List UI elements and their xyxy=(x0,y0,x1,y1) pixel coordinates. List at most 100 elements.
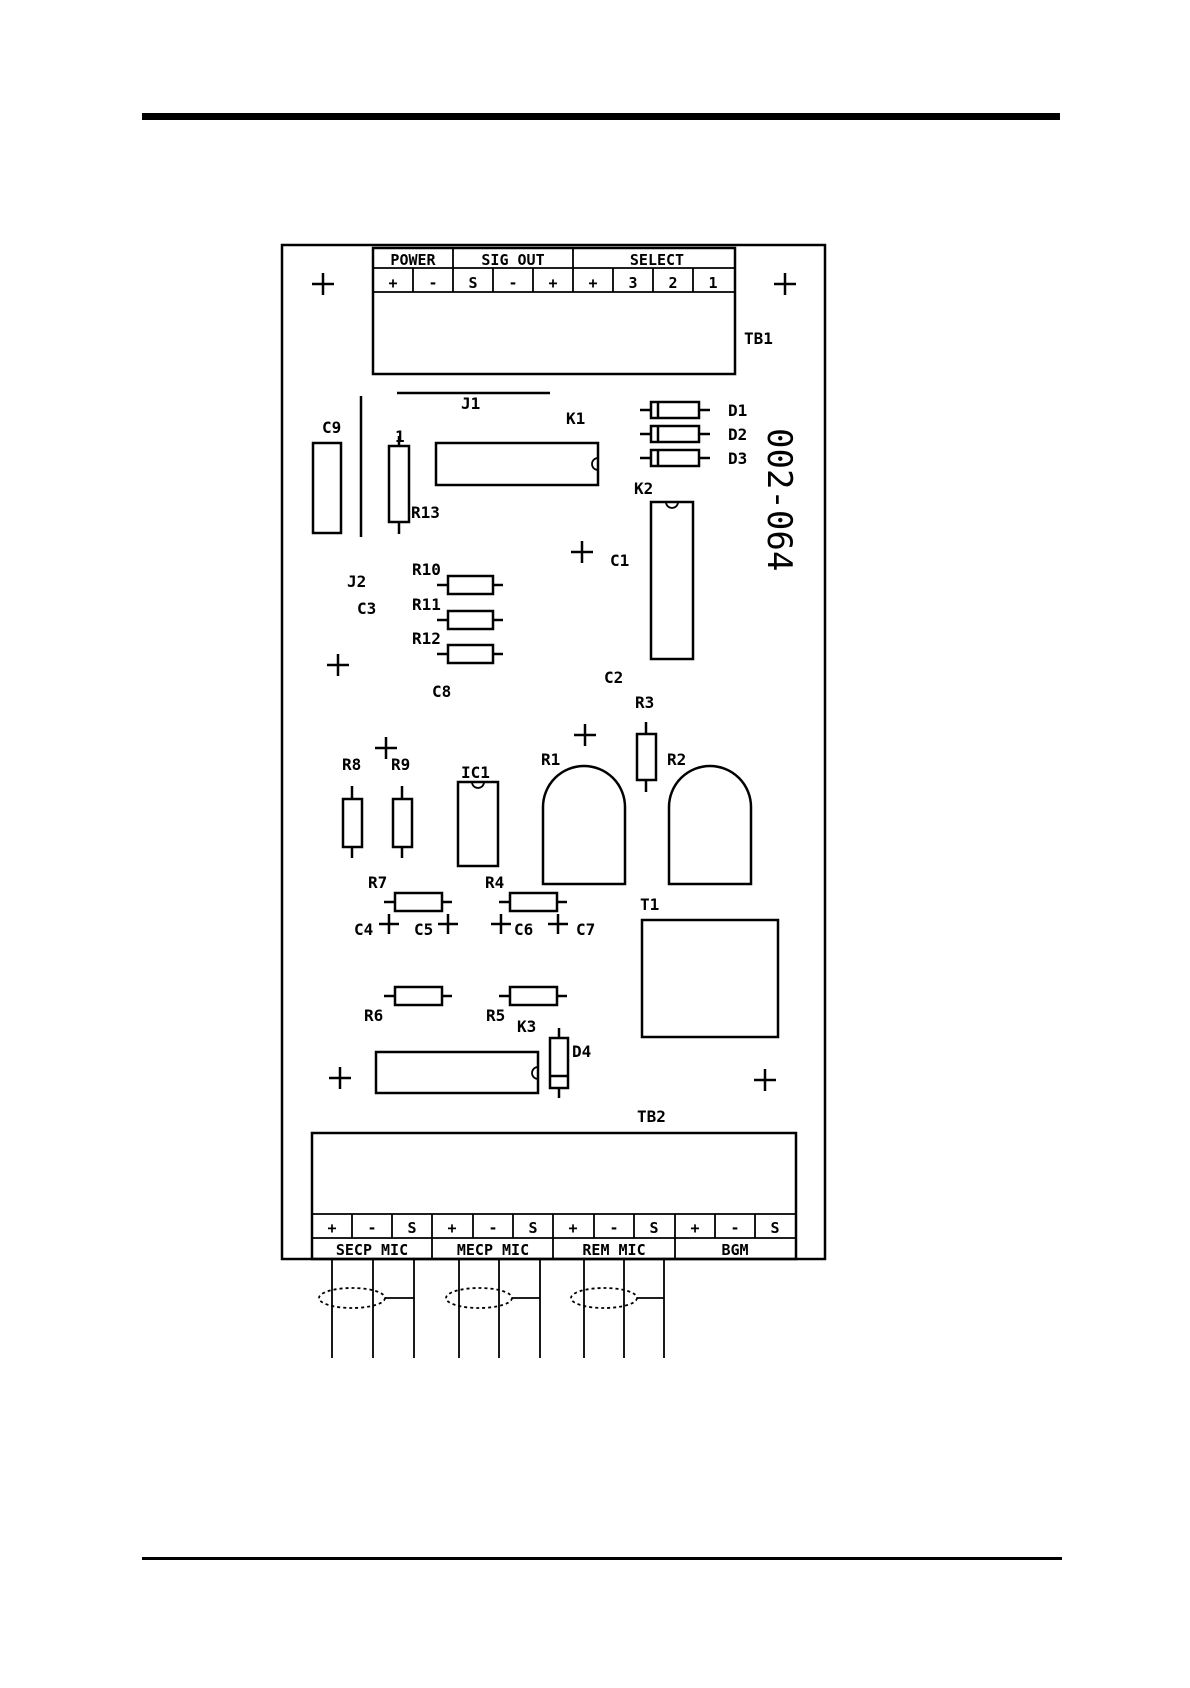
header-rule xyxy=(142,113,1060,120)
board-number: 002-064 xyxy=(759,428,799,571)
ic-ic1 xyxy=(458,782,498,866)
d1-label: D1 xyxy=(728,401,747,420)
d4-label: D4 xyxy=(572,1042,591,1061)
diode-d1 xyxy=(640,402,710,418)
resistor-r3 xyxy=(637,722,656,792)
k2-label: K2 xyxy=(634,479,653,498)
r10-label: R10 xyxy=(412,560,441,579)
r6-label: R6 xyxy=(364,1006,383,1025)
tb1-terminal-3: S xyxy=(468,274,477,292)
resistor-r10 xyxy=(437,576,503,594)
trimmer-r2 xyxy=(669,766,751,884)
terminal-block-tb1: POWER SIG OUT SELECT + - S - + + 3 2 1 T… xyxy=(373,248,773,374)
tb1-group-power: POWER xyxy=(390,251,436,269)
c9-label: C9 xyxy=(322,418,341,437)
tb2-group-rem-mic: REM MIC xyxy=(582,1241,645,1259)
diode-d4 xyxy=(550,1028,568,1098)
tb2-terminal-12: S xyxy=(770,1219,779,1237)
tb1-terminal-1: + xyxy=(388,274,397,292)
shielded-cable-secp xyxy=(319,1259,414,1358)
tb2-terminal-11: - xyxy=(730,1219,739,1237)
tb1-group-sig-out: SIG OUT xyxy=(481,251,544,269)
c3-label: C3 xyxy=(357,599,376,618)
resistor-r4 xyxy=(499,893,567,911)
tb2-group-mecp-mic: MECP MIC xyxy=(457,1241,529,1259)
tb1-group-select: SELECT xyxy=(630,251,684,269)
shielded-cable-rem xyxy=(571,1259,664,1358)
r8-label: R8 xyxy=(342,755,361,774)
diode-d3 xyxy=(640,450,710,466)
resistor-r7 xyxy=(384,893,452,911)
tb1-terminal-9: 1 xyxy=(708,274,717,292)
r7-label: R7 xyxy=(368,873,387,892)
capacitor-c9 xyxy=(313,443,341,533)
tb2-terminal-6: S xyxy=(528,1219,537,1237)
t1-label: T1 xyxy=(640,895,659,914)
r2-label: R2 xyxy=(667,750,686,769)
c6-label: C6 xyxy=(514,920,533,939)
tb2-terminal-1: + xyxy=(327,1219,336,1237)
c4-label: C4 xyxy=(354,920,373,939)
tb2-label: TB2 xyxy=(637,1107,666,1126)
relay-k2 xyxy=(651,502,693,659)
shielded-cable-mecp xyxy=(446,1259,540,1358)
resistor-r13 xyxy=(389,436,409,534)
r12-label: R12 xyxy=(412,629,441,648)
r11-label: R11 xyxy=(412,595,441,614)
tb2-terminal-8: - xyxy=(609,1219,618,1237)
r9-label: R9 xyxy=(391,755,410,774)
c2-label: C2 xyxy=(604,668,623,687)
resistor-r9 xyxy=(393,786,412,858)
resistor-r8 xyxy=(343,786,362,858)
transformer-t1 xyxy=(642,920,778,1037)
tb2-terminal-10: + xyxy=(690,1219,699,1237)
resistor-r12 xyxy=(437,645,503,663)
relay-k3 xyxy=(376,1052,538,1093)
tb2-terminal-2: - xyxy=(367,1219,376,1237)
footer-rule xyxy=(142,1557,1062,1560)
c2-polarity-mark xyxy=(574,724,596,746)
c5-polarity-mark xyxy=(438,914,458,934)
tb1-terminal-5: + xyxy=(548,274,557,292)
k1-label: K1 xyxy=(566,409,585,428)
c7-polarity-mark xyxy=(548,914,568,934)
r13-label: R13 xyxy=(411,503,440,522)
tb1-terminal-8: 2 xyxy=(668,274,677,292)
r3-label: R3 xyxy=(635,693,654,712)
tb2-terminal-3: S xyxy=(407,1219,416,1237)
tb1-terminal-4: - xyxy=(508,274,517,292)
d2-label: D2 xyxy=(728,425,747,444)
resistor-r6 xyxy=(384,987,452,1005)
tb2-group-secp-mic: SECP MIC xyxy=(336,1241,408,1259)
c6-polarity-mark xyxy=(491,914,511,934)
ic1-label: IC1 xyxy=(461,763,490,782)
r4-label: R4 xyxy=(485,873,504,892)
c1-polarity-mark xyxy=(571,541,593,563)
tb2-group-bgm: BGM xyxy=(721,1241,748,1259)
trimmer-r1 xyxy=(543,766,625,884)
c1-label: C1 xyxy=(610,551,629,570)
tb1-terminal-2: - xyxy=(428,274,437,292)
d3-label: D3 xyxy=(728,449,747,468)
r5-label: R5 xyxy=(486,1006,505,1025)
c5-label: C5 xyxy=(414,920,433,939)
c4-polarity-mark xyxy=(379,914,399,934)
tb2-terminal-7: + xyxy=(568,1219,577,1237)
tb1-label: TB1 xyxy=(744,329,773,348)
c8-label: C8 xyxy=(432,682,451,701)
c3-polarity-mark xyxy=(327,654,349,676)
resistor-r11 xyxy=(437,611,503,629)
j1-label: J1 xyxy=(461,394,480,413)
tb2-terminal-5: - xyxy=(488,1219,497,1237)
j2-label: J2 xyxy=(347,572,366,591)
diode-d2 xyxy=(640,426,710,442)
r1-label: R1 xyxy=(541,750,560,769)
k3-label: K3 xyxy=(517,1017,536,1036)
resistor-r5 xyxy=(499,987,567,1005)
tb2-terminal-9: S xyxy=(649,1219,658,1237)
terminal-block-tb2: + - S + - S + - S + - S SECP MIC MECP MI… xyxy=(312,1133,796,1259)
tb2-terminal-4: + xyxy=(447,1219,456,1237)
c7-label: C7 xyxy=(576,920,595,939)
